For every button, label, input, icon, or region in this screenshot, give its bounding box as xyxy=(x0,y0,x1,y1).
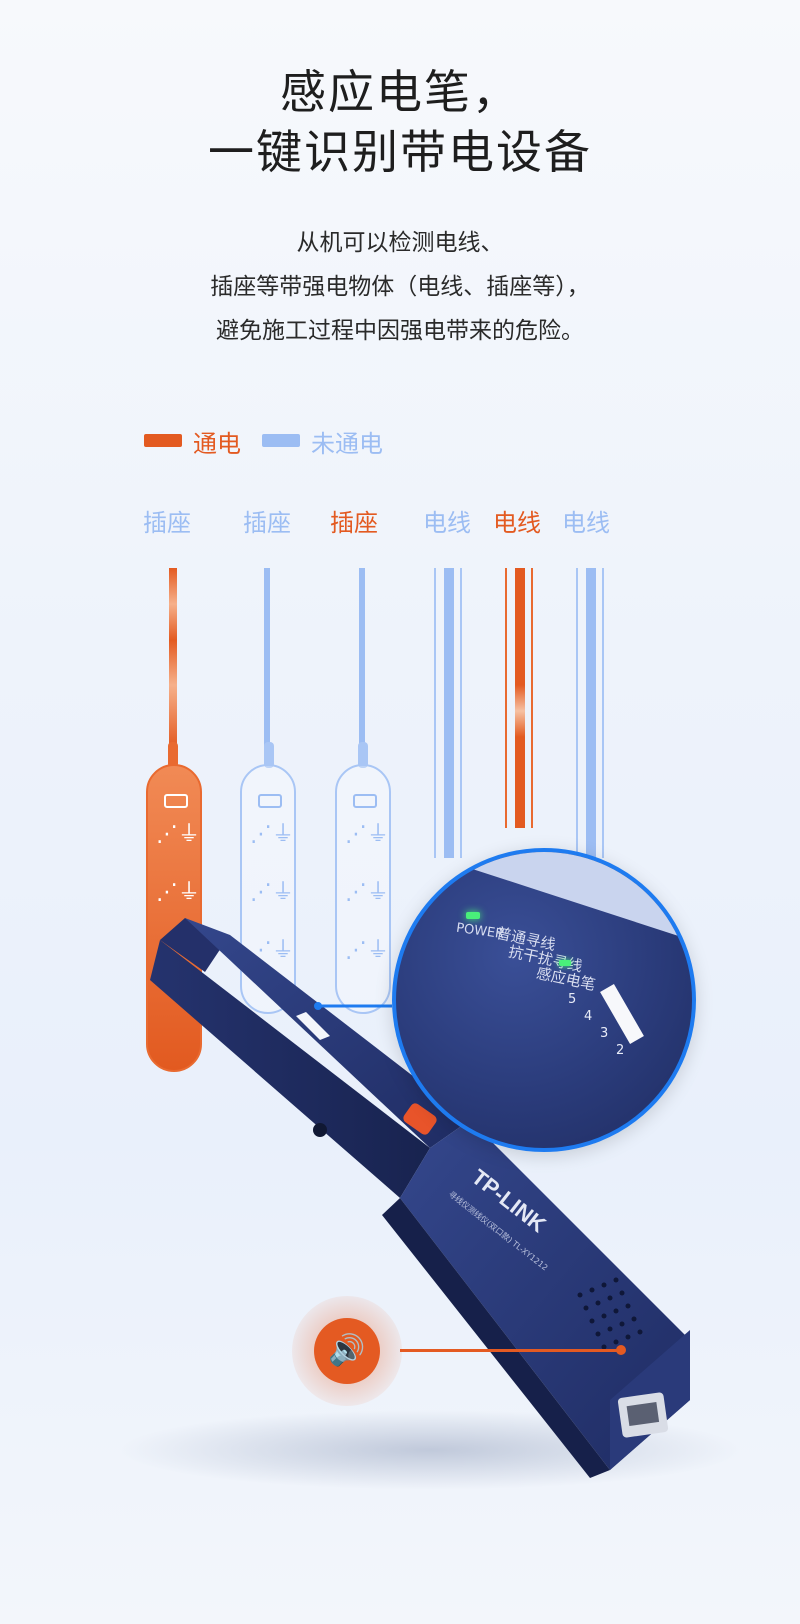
power-strip-1: ⋰⏚ ⋰⏚ ⋰⏚ xyxy=(146,764,202,1072)
column-label-wire-3: 电线 xyxy=(562,509,610,537)
legend-unpowered-swatch xyxy=(262,434,300,447)
socket-2-plug xyxy=(264,742,274,768)
column-label-wire-1: 电线 xyxy=(423,509,471,537)
outlet-icon: ⋰⏚ xyxy=(345,822,390,847)
outlet-icon: ⋰⏚ xyxy=(156,822,201,847)
socket-1-plug xyxy=(168,742,178,768)
wire-1 xyxy=(434,568,462,858)
usb-port-icon xyxy=(164,794,188,808)
outlet-icon: ⋰⏚ xyxy=(345,938,390,963)
rj45-port-icon xyxy=(617,1392,669,1438)
brand-logo-text: TP-LINK xyxy=(467,1164,551,1237)
outlet-icon: ⋰⏚ xyxy=(156,880,201,905)
headline-line-1: 感应电笔， xyxy=(280,65,520,119)
power-strip-2: ⋰⏚ ⋰⏚ ⋰⏚ xyxy=(240,764,296,1014)
column-label-socket-2: 插座 xyxy=(243,509,291,537)
scale-mark: 3 xyxy=(600,1026,609,1041)
legend-powered-swatch xyxy=(144,434,182,447)
power-strip-3: ⋰⏚ ⋰⏚ ⋰⏚ xyxy=(335,764,391,1014)
speaker-icon: 🔊 xyxy=(314,1318,380,1384)
description-line-2: 插座等带强电物体（电线、插座等）， xyxy=(210,274,590,300)
outlet-icon: ⋰⏚ xyxy=(250,938,295,963)
outlet-icon: ⋰⏚ xyxy=(345,880,390,905)
legend-powered-label: 通电 xyxy=(193,430,241,458)
scale-mark: 5 xyxy=(568,992,577,1007)
power-led-icon xyxy=(466,912,480,919)
zoom-detail-circle: POWER 普通寻线 抗干扰寻线 感应电笔 5 4 3 2 xyxy=(392,848,696,1152)
scale-mark: 2 xyxy=(616,1043,625,1058)
speaker-callout: 🔊 xyxy=(292,1296,402,1406)
column-label-socket-3: 插座 xyxy=(330,509,378,537)
model-text: 寻线仪测线仪(双口款) TL-XY1212 xyxy=(447,1189,550,1273)
description-line-1: 从机可以检测电线、 xyxy=(296,230,504,256)
mode-label-3: 感应电笔 xyxy=(534,963,598,995)
speaker-callout-line xyxy=(400,1349,620,1352)
description-line-3: 避免施工过程中因强电带来的危险。 xyxy=(216,318,584,344)
outlet-icon: ⋰⏚ xyxy=(156,938,201,963)
outlet-icon: ⋰⏚ xyxy=(250,822,295,847)
power-button xyxy=(403,1103,437,1135)
headline-line-2: 一键识别带电设备 xyxy=(208,125,592,179)
usb-port-icon xyxy=(353,794,377,808)
column-label-socket-1: 插座 xyxy=(143,509,191,537)
column-label-wire-2: 电线 xyxy=(493,509,541,537)
socket-1-cable xyxy=(169,568,177,748)
wire-2 xyxy=(505,568,533,828)
socket-2-cable xyxy=(264,568,270,748)
socket-3-cable xyxy=(359,568,365,748)
outlet-icon: ⋰⏚ xyxy=(250,880,295,905)
usb-port-icon xyxy=(258,794,282,808)
mode-led-icon xyxy=(559,960,571,966)
legend-unpowered-label: 未通电 xyxy=(311,430,383,458)
socket-3-plug xyxy=(358,742,368,768)
speaker-callout-dot xyxy=(616,1345,626,1355)
wire-3 xyxy=(576,568,604,858)
scale-mark: 4 xyxy=(584,1009,593,1024)
